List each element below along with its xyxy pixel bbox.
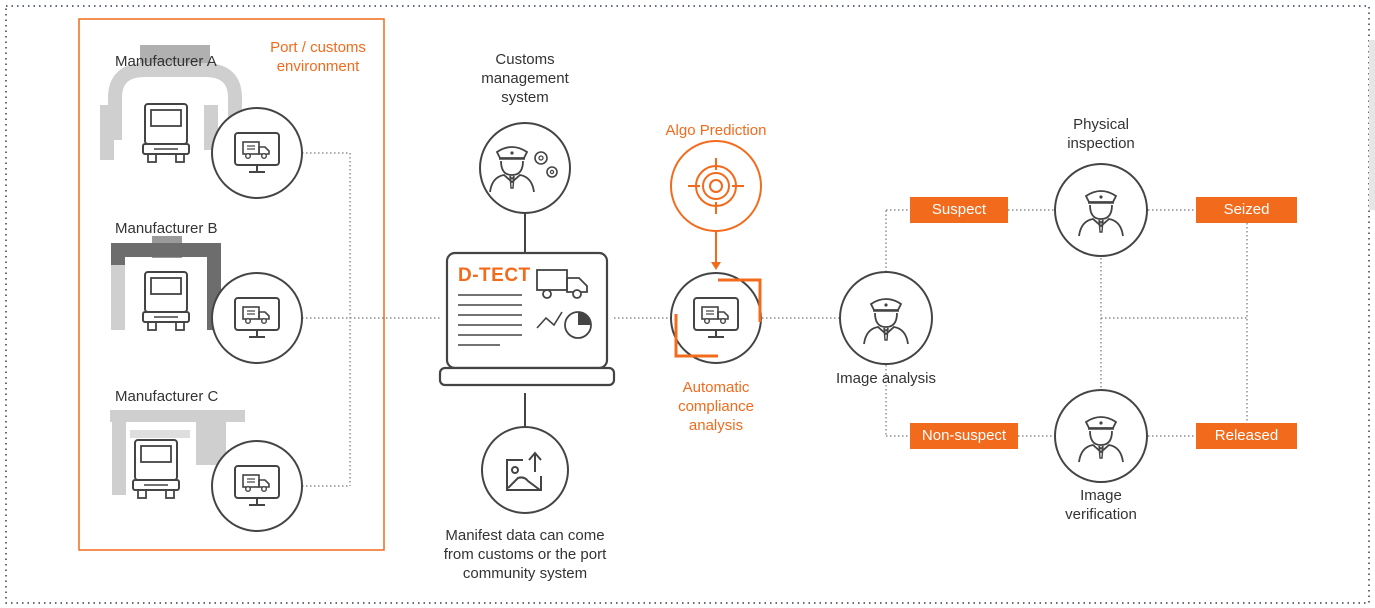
scanner-a-illustration xyxy=(100,45,242,163)
target-icon xyxy=(688,158,744,214)
container-title-line2: environment xyxy=(276,58,360,75)
verification-label-line2: verification xyxy=(1065,506,1137,523)
physical-label-line2: inspection xyxy=(1067,135,1135,152)
released-tag: Released xyxy=(1196,423,1297,449)
manifest-node xyxy=(481,426,569,514)
manufacturer-a-monitor xyxy=(211,107,303,199)
customs-label-line3: system xyxy=(501,89,549,106)
manufacturer-b-label: Manufacturer B xyxy=(115,220,218,237)
seized-tag-text: Seized xyxy=(1223,201,1270,218)
compliance-label-line2: compliance xyxy=(678,398,754,415)
compliance-node xyxy=(670,272,762,364)
image-verification-label: Image verification xyxy=(1041,486,1161,524)
focus-bracket-bottom-left xyxy=(674,314,718,358)
suspect-tag-text: Suspect xyxy=(931,201,987,218)
compliance-label-line3: analysis xyxy=(688,417,744,434)
container-title: Port / customs environment xyxy=(262,38,374,76)
edge-strip xyxy=(1369,40,1375,210)
customs-system-label: Customs management system xyxy=(455,50,595,107)
released-tag-text: Released xyxy=(1214,427,1279,444)
manifest-label: Manifest data can come from customs or t… xyxy=(410,526,640,583)
gear-icon xyxy=(534,151,558,178)
line-chart-icon xyxy=(536,311,563,329)
dtect-laptop xyxy=(438,251,616,387)
pie-chart-icon xyxy=(564,311,592,339)
customs-label-line1: Customs xyxy=(495,51,555,68)
image-upload-icon xyxy=(506,451,542,491)
physical-inspection-label: Physical inspection xyxy=(1041,115,1161,153)
physical-label-line1: Physical xyxy=(1073,116,1129,133)
connectors xyxy=(290,152,1248,487)
manufacturer-c-label: Manufacturer C xyxy=(115,388,219,405)
non-suspect-tag-text: Non-suspect xyxy=(921,427,1007,444)
algo-prediction-label: Algo Prediction xyxy=(665,122,767,139)
image-analysis-node xyxy=(839,271,933,365)
outer-frame xyxy=(5,5,1370,604)
manufacturer-c-monitor xyxy=(211,440,303,532)
scanner-c-illustration xyxy=(110,410,245,499)
manifest-label-line1: Manifest data can come xyxy=(445,527,605,544)
non-suspect-tag: Non-suspect xyxy=(910,423,1018,449)
physical-inspection-node xyxy=(1054,163,1148,257)
suspect-tag: Suspect xyxy=(910,197,1008,223)
manufacturer-a-label: Manufacturer A xyxy=(115,53,217,70)
container-title-line1: Port / customs xyxy=(270,39,366,56)
customs-system-node xyxy=(479,122,571,214)
truck-icon xyxy=(536,269,588,299)
verification-label-line1: Image xyxy=(1080,487,1122,504)
port-customs-container xyxy=(78,18,385,551)
image-verification-node xyxy=(1054,389,1148,483)
algo-arrowhead xyxy=(711,262,721,270)
seized-tag: Seized xyxy=(1196,197,1297,223)
manufacturer-b-monitor xyxy=(211,272,303,364)
algo-target-node xyxy=(670,140,762,232)
manifest-label-line2: from customs or the port xyxy=(443,546,607,563)
compliance-label: Automatic compliance analysis xyxy=(656,378,776,435)
scanner-b-illustration xyxy=(111,236,221,331)
customs-label-line2: management xyxy=(481,70,569,87)
focus-bracket-top-right xyxy=(718,278,762,322)
manifest-label-line3: community system xyxy=(462,565,588,582)
image-analysis-label: Image analysis xyxy=(835,370,937,387)
dtect-logo: D-TECT xyxy=(458,265,531,286)
compliance-label-line1: Automatic xyxy=(682,379,750,396)
document-lines xyxy=(458,294,522,346)
